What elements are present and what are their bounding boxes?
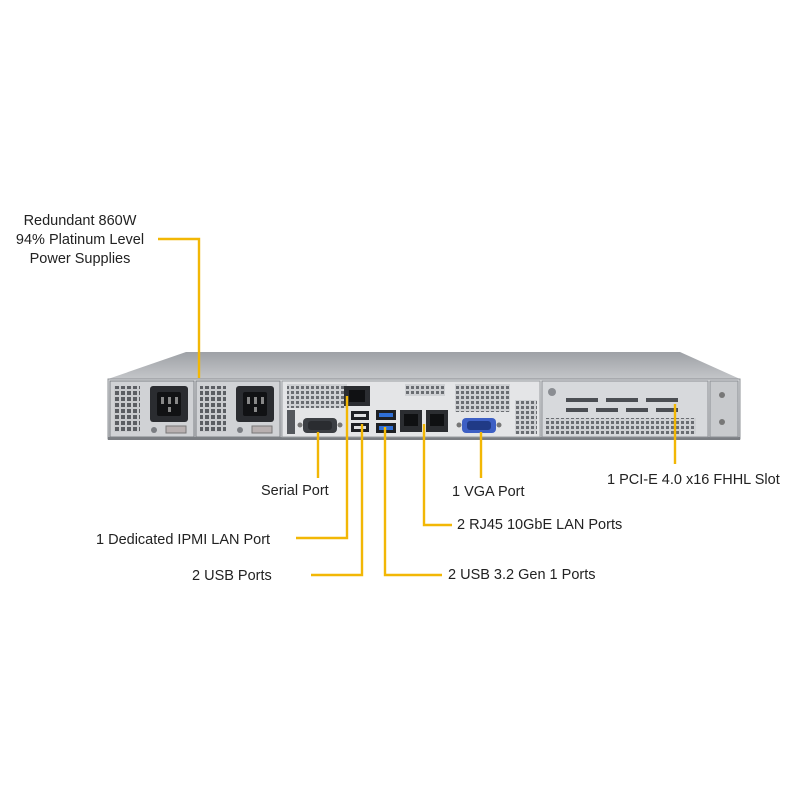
pcie-slot-label: 1 PCI-E 4.0 x16 FHHL Slot — [607, 472, 780, 488]
power-supply-1 — [109, 380, 195, 438]
chassis-top — [108, 352, 740, 379]
psu-callout-line-2: 94% Platinum Level — [15, 232, 145, 248]
usb2-ports — [351, 411, 369, 432]
rj45-lan-ports — [400, 410, 448, 432]
leader-ipmi — [296, 396, 349, 540]
serial-port-label: Serial Port — [261, 483, 329, 499]
ipmi-lan-port — [344, 386, 370, 406]
usb2-ports-label: 2 USB Ports — [192, 568, 272, 584]
pcie-slot — [541, 380, 739, 438]
leader-lan — [422, 424, 452, 527]
leader-usb3 — [383, 427, 442, 577]
vga-port — [456, 418, 502, 433]
leader-psu — [158, 237, 201, 378]
psu-callout-line-1: Redundant 860W — [23, 213, 137, 229]
leader-usb2 — [311, 424, 364, 577]
psu-callout-label: Redundant 860W 94% Platinum Level Power … — [0, 212, 160, 269]
usb3-ports-label: 2 USB 3.2 Gen 1 Ports — [448, 567, 596, 583]
ipmi-lan-port-label: 1 Dedicated IPMI LAN Port — [96, 532, 271, 548]
leader-lines — [158, 237, 677, 577]
power-supply-2 — [195, 380, 281, 438]
vga-port-label: 1 VGA Port — [452, 484, 525, 500]
lan-ports-label: 2 RJ45 10GbE LAN Ports — [457, 517, 623, 533]
psu-callout-line-3: Power Supplies — [29, 251, 131, 267]
serial-port — [297, 418, 343, 433]
